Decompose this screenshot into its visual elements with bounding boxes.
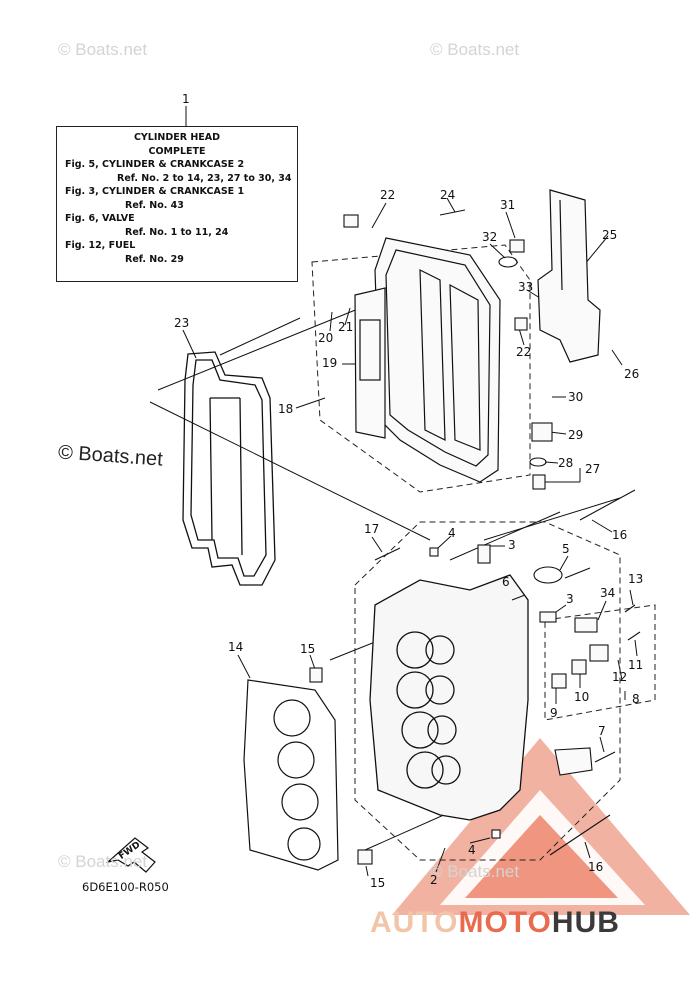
callout-5: 5 xyxy=(562,542,570,556)
breather-plate xyxy=(354,287,386,439)
watermark-bottom-mid: © Boats.net xyxy=(430,862,520,881)
automotohub-brand-logo: AUTOMOTOHUB xyxy=(370,906,620,940)
callout-22-lower: 22 xyxy=(516,345,532,359)
callout-8: 8 xyxy=(632,692,640,706)
legend-line: Ref. No. 29 xyxy=(125,253,184,265)
cylinder-head-gasket xyxy=(243,679,339,871)
callout-2: 2 xyxy=(430,873,438,887)
legend-title-line2: COMPLETE xyxy=(148,145,206,157)
callout-11: 11 xyxy=(628,658,644,672)
automotohub-triangle-logo xyxy=(392,738,690,915)
callout-33: 33 xyxy=(518,280,534,294)
legend-line: Ref. No. 1 to 11, 24 xyxy=(125,226,229,238)
callout-32: 32 xyxy=(482,230,498,244)
callout-9: 9 xyxy=(550,706,558,720)
legend-line: Ref. No. 2 to 14, 23, 27 to 30, 34 xyxy=(117,172,292,184)
callout-21: 21 xyxy=(338,320,354,334)
legend-line: Fig. 12, FUEL xyxy=(65,240,136,251)
callout-10: 10 xyxy=(574,690,590,704)
callout-15-lower: 15 xyxy=(370,876,386,890)
legend-line: Fig. 3, CYLINDER & CRANKCASE 1 xyxy=(65,186,245,197)
small-parts xyxy=(309,209,641,865)
bracket-25 xyxy=(537,189,601,363)
leader-lines xyxy=(149,106,638,877)
callout-26: 26 xyxy=(624,367,640,381)
reference-legend: CYLINDER HEAD COMPLETE Fig. 5, CYLINDER … xyxy=(56,126,298,282)
callout-19: 19 xyxy=(322,356,338,370)
cylinder-head-cover xyxy=(374,237,501,483)
head-cover-gasket xyxy=(182,351,276,586)
legend-lines: Fig. 5, CYLINDER & CRANKCASE 2 Ref. No. 2… xyxy=(65,158,292,266)
watermark-top-left: © Boats.net xyxy=(58,40,148,59)
callout-17: 17 xyxy=(364,522,380,536)
callout-20: 20 xyxy=(318,331,334,345)
watermark-bottom-left: © Boats.net xyxy=(58,852,148,871)
callout-18: 18 xyxy=(278,402,294,416)
callout-16: 16 xyxy=(612,528,628,542)
legend-line: Ref. No. 43 xyxy=(125,199,184,211)
callout-3: 3 xyxy=(508,538,516,552)
watermark-top-right: © Boats.net xyxy=(430,40,520,59)
brand-part-hub: HUB xyxy=(551,906,620,939)
diagram-code: 6D6E100-R050 xyxy=(82,880,169,894)
callout-4: 4 xyxy=(448,526,456,540)
callout-1: 1 xyxy=(182,92,190,106)
callout-25: 25 xyxy=(602,228,618,242)
callout-29: 29 xyxy=(568,428,584,442)
legend-title-line1: CYLINDER HEAD xyxy=(133,132,221,143)
cylinder-head-block xyxy=(369,574,529,821)
callout-23: 23 xyxy=(174,316,190,330)
callout-16-lower: 16 xyxy=(588,860,604,874)
callout-4-lower: 4 xyxy=(468,843,476,857)
brand-part-auto: AUTO xyxy=(370,906,459,939)
callout-22: 22 xyxy=(380,188,396,202)
callout-15: 15 xyxy=(300,642,316,656)
callout-13: 13 xyxy=(628,572,644,586)
callout-6: 6 xyxy=(502,575,510,589)
legend-line: Fig. 6, VALVE xyxy=(65,213,135,224)
callout-28: 28 xyxy=(558,456,574,470)
callout-14: 14 xyxy=(228,640,244,654)
fwd-arrow-icon xyxy=(105,837,156,873)
callout-7: 7 xyxy=(598,724,606,738)
legend-line: Fig. 5, CYLINDER & CRANKCASE 2 xyxy=(65,159,245,170)
brand-part-moto: MOTO xyxy=(458,906,552,939)
callout-34: 34 xyxy=(600,586,616,600)
callout-3-lower: 3 xyxy=(566,592,574,606)
assembly-outlines xyxy=(311,244,656,861)
callout-27: 27 xyxy=(585,462,601,476)
callout-31: 31 xyxy=(500,198,516,212)
callout-30: 30 xyxy=(568,390,584,404)
callout-24: 24 xyxy=(440,188,456,202)
callout-12: 12 xyxy=(612,670,628,684)
